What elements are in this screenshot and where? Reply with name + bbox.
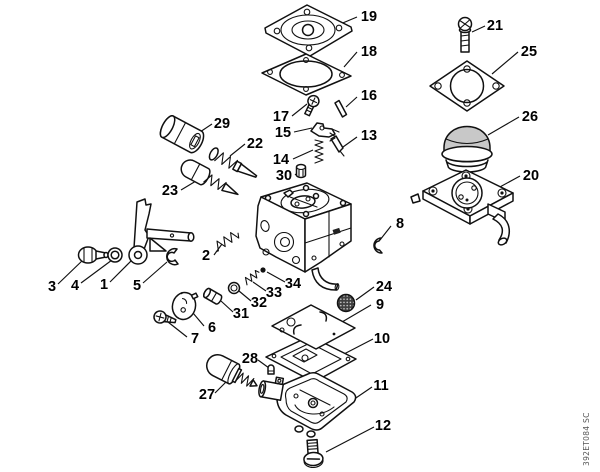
part-13-inlet-needle	[329, 135, 345, 157]
part-18-metering-gasket	[261, 53, 352, 96]
callout-6: 6	[208, 320, 216, 336]
watermark-text: 392ET084 SC	[582, 412, 591, 466]
part-32-o-ring	[227, 281, 241, 295]
leader-lines	[57, 16, 521, 453]
part-inlet-fitting	[258, 376, 285, 402]
part-14-spring	[314, 139, 324, 164]
part-20-primer-base	[410, 169, 514, 246]
callout-1: 1	[100, 277, 108, 293]
part-2-spring	[215, 232, 240, 253]
part-31-piston	[203, 287, 223, 305]
callout-9: 9	[376, 297, 384, 313]
part-5-e-clip	[166, 247, 179, 266]
part-8-retaining-clip	[373, 237, 383, 254]
part-30-plug	[295, 163, 307, 179]
callout-3: 3	[48, 279, 56, 295]
callout-33: 33	[266, 285, 282, 301]
part-19-diaphragm-cover	[264, 4, 353, 57]
part-23-adjustment-screw	[180, 159, 239, 196]
part-6-cover-disc	[171, 291, 199, 321]
part-9-pump-diaphragm	[271, 304, 356, 350]
callout-16: 16	[361, 88, 377, 104]
part-17-screw	[304, 94, 320, 117]
callout-25: 25	[521, 44, 537, 60]
callout-4: 4	[71, 278, 79, 294]
part-21-screw	[457, 16, 473, 53]
callout-11: 11	[373, 378, 388, 394]
callout-21: 21	[487, 18, 503, 34]
callout-32: 32	[251, 295, 267, 311]
callout-10: 10	[374, 331, 390, 347]
callout-19: 19	[361, 9, 377, 25]
callout-8: 8	[396, 216, 404, 232]
callout-5: 5	[133, 278, 141, 294]
callout-27: 27	[199, 387, 215, 403]
part-12-screw	[303, 438, 324, 469]
callout-23: 23	[162, 183, 178, 199]
callout-17: 17	[273, 109, 289, 125]
part-11-pump-housing	[275, 371, 357, 438]
part-34-ball	[260, 267, 266, 273]
callout-20: 20	[523, 168, 539, 184]
part-4-washer	[107, 247, 123, 263]
part-29-cap	[159, 115, 205, 154]
part-1-lever-shaft	[128, 198, 195, 265]
part-3-nut	[77, 246, 109, 264]
callout-2: 2	[202, 248, 210, 264]
callout-14: 14	[273, 152, 289, 168]
callout-34: 34	[285, 276, 301, 292]
callout-30: 30	[276, 168, 292, 184]
callout-labels: 19 18 16 17 15 13 14 30 29 22 23 21 25 2…	[48, 9, 539, 434]
callout-13: 13	[361, 128, 377, 144]
callout-12: 12	[375, 418, 391, 434]
part-16-pin	[334, 99, 348, 118]
part-24-inlet-screen	[336, 293, 356, 313]
part-22-adjustment-screw	[208, 147, 258, 178]
callout-22: 22	[247, 136, 263, 152]
part-7-screw	[153, 310, 177, 324]
callout-15: 15	[275, 125, 291, 141]
callout-29: 29	[214, 116, 230, 132]
part-28-clip	[267, 364, 275, 375]
callout-31: 31	[233, 306, 249, 322]
callout-28: 28	[242, 351, 258, 367]
part-33-spring	[244, 269, 260, 286]
part-carburetor-body	[255, 182, 352, 291]
part-26-primer-bulb	[441, 125, 493, 173]
callout-24: 24	[376, 279, 392, 295]
part-15-metering-lever	[310, 122, 340, 138]
callout-18: 18	[361, 44, 377, 60]
part-27-plug-cap	[206, 353, 258, 387]
part-25-gasket	[429, 60, 505, 112]
callout-26: 26	[522, 109, 538, 125]
callout-7: 7	[191, 331, 199, 347]
